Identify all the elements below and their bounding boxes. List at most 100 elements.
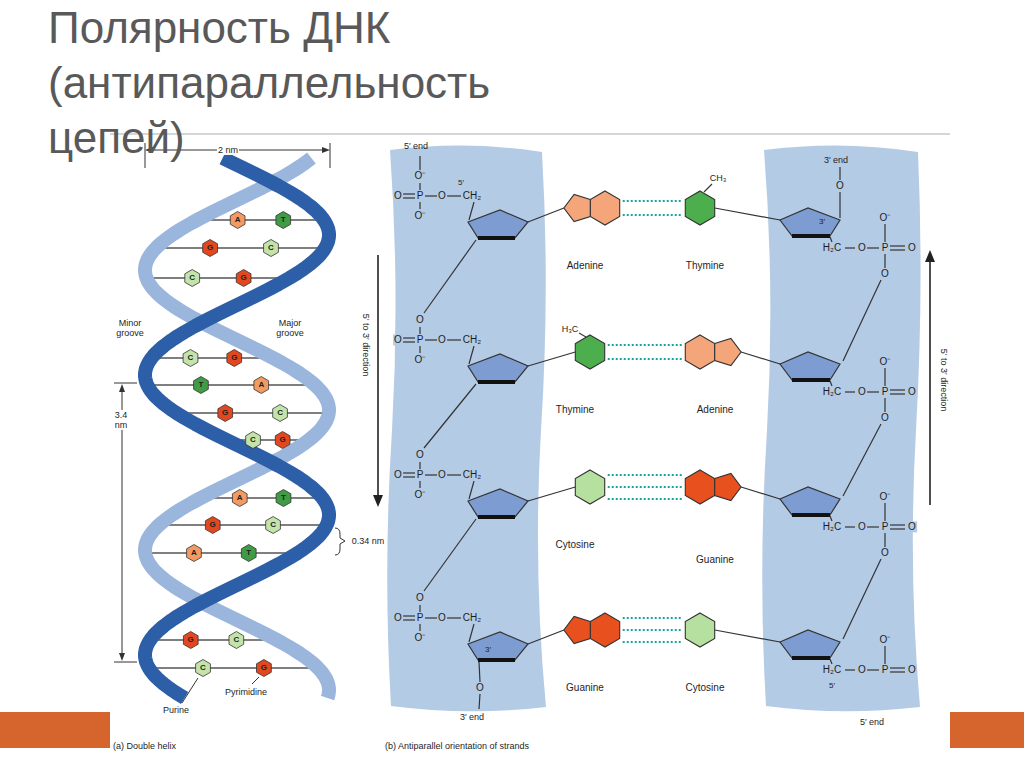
bond	[425, 195, 437, 196]
atom-label: O	[393, 334, 403, 345]
bond	[890, 524, 905, 525]
bond	[579, 333, 586, 337]
hydrogen-bond	[608, 474, 683, 476]
arrow-head	[119, 653, 125, 661]
glycosidic-bond	[741, 352, 780, 364]
backbone-ribbon	[145, 158, 329, 698]
atom-label: P	[881, 521, 890, 532]
base-letter: G	[261, 664, 267, 673]
base-name: Cytosine	[556, 539, 595, 550]
bond	[419, 624, 420, 631]
sugar-ring	[468, 210, 528, 238]
base-hexagon	[194, 377, 209, 394]
bond	[830, 237, 832, 242]
sugar-ring	[780, 630, 840, 658]
atom-label: O	[857, 521, 867, 532]
strand-band	[762, 145, 920, 711]
base-hexagon	[276, 212, 291, 229]
base-letter: G	[279, 436, 285, 445]
hydrogen-bond	[623, 617, 683, 619]
base-letter: G	[188, 636, 194, 645]
base-ring	[685, 335, 714, 369]
atom-label: O⁻	[879, 356, 892, 367]
groove-label: Major groove	[264, 318, 316, 338]
dimension-label: 3.4 nm	[110, 410, 132, 430]
atom-label: O	[857, 386, 867, 397]
bond	[403, 615, 415, 616]
base-ring	[685, 613, 714, 647]
atom-label: P	[881, 664, 890, 675]
bond	[469, 202, 474, 220]
bond	[884, 398, 885, 412]
bond	[424, 384, 476, 448]
atom-label: O⁻	[414, 632, 427, 643]
atom-label: O	[880, 412, 890, 423]
atom-label: P	[416, 334, 425, 345]
glycosidic-bond	[528, 487, 575, 501]
arrow-head	[373, 495, 383, 507]
base-pair-rung	[147, 384, 315, 385]
hydrogen-bond	[608, 344, 683, 346]
dimension-label: 2 nm	[217, 145, 239, 155]
groove-label: Minor groove	[104, 318, 156, 338]
base-ring	[575, 470, 604, 504]
dimension-tick	[330, 143, 331, 168]
bond	[419, 346, 420, 353]
bond	[419, 605, 420, 612]
bond	[419, 183, 420, 190]
base-letter: T	[246, 549, 251, 558]
sugar-ring	[780, 208, 840, 236]
sugar-edge	[478, 515, 515, 519]
base-pair-rung	[176, 412, 328, 413]
base-letter: A	[191, 549, 197, 558]
atom-label: H₂C	[822, 242, 842, 253]
base-letter: G	[222, 409, 228, 418]
bond	[419, 156, 420, 170]
bond	[884, 224, 885, 242]
atom-label: O	[857, 242, 867, 253]
sugar-edge	[478, 380, 515, 384]
bond	[867, 526, 879, 527]
atom-label: O	[907, 386, 917, 397]
arrow-head	[322, 147, 330, 153]
atom-label: O⁻	[414, 489, 427, 500]
hydrogen-bond	[608, 358, 683, 360]
bond	[867, 669, 879, 670]
panel-caption: (b) Antiparallel orientation of strands	[385, 741, 529, 751]
bond	[419, 202, 420, 209]
atom-label: P	[416, 190, 425, 201]
atom-label: H₂C	[822, 664, 842, 675]
atom-label: O	[393, 190, 403, 201]
base-letter: C	[189, 274, 195, 283]
panel-rule	[110, 133, 950, 135]
atom-label: O	[907, 664, 917, 675]
bond	[403, 341, 415, 342]
base-hexagon	[185, 270, 200, 287]
bond	[890, 528, 905, 529]
sugar-edge	[792, 234, 830, 238]
base-letter: C	[188, 354, 194, 363]
bond	[425, 339, 437, 340]
atom-label: O⁻	[879, 212, 892, 223]
base-hexagon	[275, 432, 290, 449]
base-hexagon	[276, 490, 291, 507]
end-label: 5′ end	[404, 141, 428, 151]
base-name: Cytosine	[686, 682, 725, 693]
bond	[447, 339, 461, 340]
bond	[867, 247, 879, 248]
bond	[890, 389, 905, 390]
atom-label: P	[416, 612, 425, 623]
base-name: Guanine	[566, 682, 604, 693]
base-letter: T	[198, 381, 203, 390]
base-hexagon	[227, 350, 242, 367]
bond	[830, 516, 832, 521]
sugar-ring	[468, 489, 528, 517]
base-hexagon	[187, 545, 202, 562]
base-letter: G	[210, 521, 216, 530]
atom-label: O	[880, 547, 890, 558]
base-hexagon	[273, 405, 288, 422]
base-pair-rung	[152, 357, 274, 358]
direction-arrow	[377, 255, 379, 497]
atom-label: P	[881, 386, 890, 397]
bond	[447, 195, 461, 196]
